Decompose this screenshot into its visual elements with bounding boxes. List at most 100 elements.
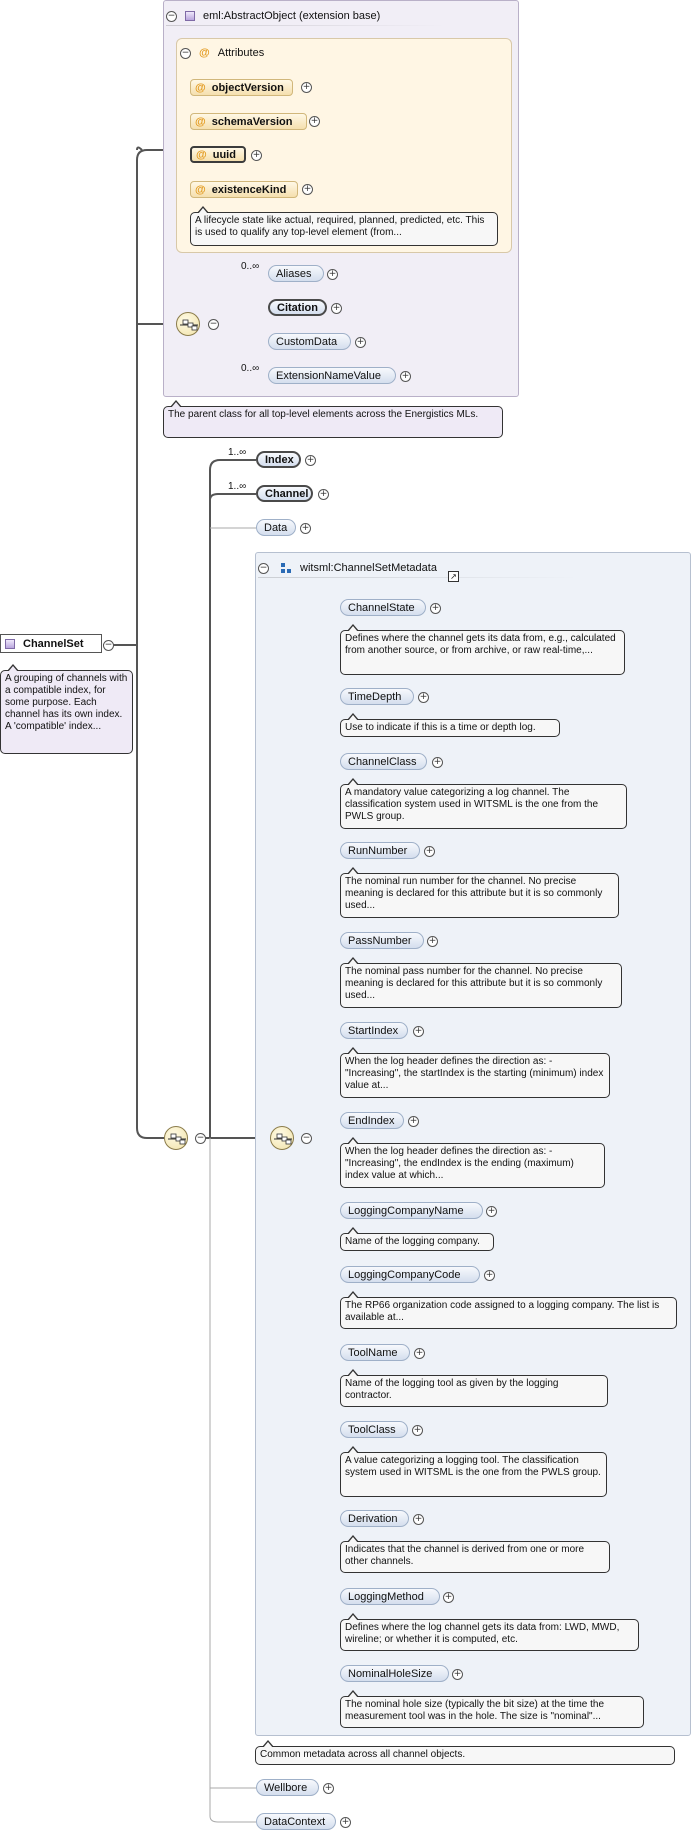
main-sequence-compositor-icon[interactable] — [164, 1126, 188, 1150]
expand-toolclass-icon[interactable]: + — [412, 1425, 423, 1436]
element-startindex[interactable]: StartIndex — [340, 1022, 408, 1039]
sequence-compositor-icon[interactable] — [176, 312, 200, 336]
element-loggingcompanycode[interactable]: LoggingCompanyCode — [340, 1266, 480, 1283]
expand-loggingcompanyname-icon[interactable]: + — [486, 1206, 497, 1217]
expand-aliases-icon[interactable]: + — [327, 269, 338, 280]
attributes-header: − @ Attributes — [180, 44, 380, 62]
element-extensionnamevalue[interactable]: ExtensionNameValue — [268, 367, 396, 384]
nominalholesize-annotation: The nominal hole size (typically the bit… — [340, 1690, 644, 1728]
complex-type-icon — [185, 11, 195, 21]
expand-extensionnamevalue-icon[interactable]: + — [400, 371, 411, 382]
expand-runnumber-icon[interactable]: + — [424, 846, 435, 857]
expand-uuid-icon[interactable]: + — [251, 150, 262, 161]
collapse-base-sequence-icon[interactable]: − — [208, 319, 219, 330]
expand-toolname-icon[interactable]: + — [414, 1348, 425, 1359]
element-toolclass[interactable]: ToolClass — [340, 1421, 408, 1438]
root-label: ChannelSet — [23, 637, 84, 650]
expand-schemaVersion-icon[interactable]: + — [309, 116, 320, 127]
collapse-attributes-icon[interactable]: − — [180, 47, 191, 59]
attribute-label: existenceKind — [211, 183, 287, 196]
collapse-metadata-icon[interactable]: − — [258, 562, 269, 574]
root-annotation: A grouping of channels with a compatible… — [0, 664, 133, 754]
element-passnumber[interactable]: PassNumber — [340, 932, 424, 949]
base-annotation: The parent class for all top-level eleme… — [163, 400, 503, 438]
channel-occurrence: 1..∞ — [228, 481, 247, 492]
at-icon: @ — [195, 115, 206, 128]
at-icon: @ — [195, 183, 206, 196]
loggingcompanycode-annotation: The RP66 organization code assigned to a… — [340, 1291, 677, 1329]
element-nominalholesize[interactable]: NominalHoleSize — [340, 1665, 449, 1682]
simple-group-icon — [281, 562, 292, 574]
startindex-annotation: When the log header defines the directio… — [340, 1047, 610, 1098]
expand-objectVersion-icon[interactable]: + — [301, 82, 312, 93]
at-icon: @ — [195, 81, 206, 94]
element-toolname[interactable]: ToolName — [340, 1344, 410, 1361]
open-type-link-icon[interactable]: ↗ — [448, 571, 459, 582]
expand-timedepth-icon[interactable]: + — [418, 692, 429, 703]
attribute-objectVersion[interactable]: @ objectVersion — [190, 79, 293, 96]
expand-loggingmethod-icon[interactable]: + — [443, 1592, 454, 1603]
timedepth-annotation: Use to indicate if this is a time or dep… — [340, 713, 560, 737]
expand-data-icon[interactable]: + — [300, 523, 311, 534]
extension-base-header: − eml:AbstractObject (extension base) — [166, 6, 446, 26]
metadata-sequence-compositor-icon[interactable] — [270, 1126, 294, 1150]
complex-type-icon — [5, 638, 15, 649]
element-derivation[interactable]: Derivation — [340, 1510, 409, 1527]
expand-derivation-icon[interactable]: + — [413, 1514, 424, 1525]
element-runnumber[interactable]: RunNumber — [340, 842, 420, 859]
expand-customdata-icon[interactable]: + — [355, 337, 366, 348]
expand-endindex-icon[interactable]: + — [408, 1116, 419, 1127]
expand-citation-icon[interactable]: + — [331, 303, 342, 314]
expand-channelclass-icon[interactable]: + — [432, 757, 443, 768]
toolclass-annotation: A value categorizing a logging tool. The… — [340, 1446, 607, 1497]
attribute-label: uuid — [212, 148, 236, 161]
runnumber-annotation: The nominal run number for the channel. … — [340, 867, 619, 918]
collapse-root-icon[interactable]: − — [103, 640, 114, 651]
sequence-glyph — [274, 1133, 292, 1145]
expand-channelstate-icon[interactable]: + — [430, 603, 441, 614]
expand-passnumber-icon[interactable]: + — [427, 936, 438, 947]
loggingcompanyname-annotation: Name of the logging company. — [340, 1227, 494, 1251]
element-endindex[interactable]: EndIndex — [340, 1112, 404, 1129]
attribute-label: schemaVersion — [211, 115, 293, 128]
collapse-main-sequence-icon[interactable]: − — [195, 1133, 206, 1144]
channelsetmetadata-header: − witsml:ChannelSetMetadata — [258, 558, 578, 578]
element-customdata[interactable]: CustomData — [268, 333, 351, 350]
endindex-annotation: When the log header defines the directio… — [340, 1137, 605, 1188]
expand-datacontext-icon[interactable]: + — [340, 1817, 351, 1828]
expand-existenceKind-icon[interactable]: + — [302, 184, 313, 195]
at-icon: @ — [196, 148, 207, 161]
element-data[interactable]: Data — [256, 519, 296, 536]
element-index[interactable]: Index — [256, 451, 301, 468]
expand-channel-icon[interactable]: + — [318, 489, 329, 500]
element-channel[interactable]: Channel — [256, 485, 313, 502]
existenceKind-annotation: A lifecycle state like actual, required,… — [190, 206, 498, 246]
element-citation[interactable]: Citation — [268, 299, 327, 316]
element-wellbore[interactable]: Wellbore — [256, 1779, 319, 1796]
extensionnamevalue-occurrence: 0..∞ — [241, 363, 260, 374]
element-aliases[interactable]: Aliases — [268, 265, 324, 282]
root-element-channelset[interactable]: ChannelSet — [0, 634, 102, 653]
element-timedepth[interactable]: TimeDepth — [340, 688, 414, 705]
element-loggingcompanyname[interactable]: LoggingCompanyName — [340, 1202, 483, 1219]
extension-base-title: eml:AbstractObject (extension base) — [203, 10, 381, 22]
collapse-base-icon[interactable]: − — [166, 10, 177, 22]
expand-nominalholesize-icon[interactable]: + — [452, 1669, 463, 1680]
loggingmethod-annotation: Defines where the log channel gets its d… — [340, 1613, 639, 1651]
element-channelstate[interactable]: ChannelState — [340, 599, 426, 616]
channelclass-annotation: A mandatory value categorizing a log cha… — [340, 778, 627, 829]
expand-wellbore-icon[interactable]: + — [323, 1783, 334, 1794]
element-loggingmethod[interactable]: LoggingMethod — [340, 1588, 440, 1605]
expand-index-icon[interactable]: + — [305, 455, 316, 466]
attribute-schemaVersion[interactable]: @ schemaVersion — [190, 113, 307, 130]
attribute-label: objectVersion — [211, 81, 284, 94]
attribute-existenceKind[interactable]: @ existenceKind — [190, 181, 298, 198]
element-datacontext[interactable]: DataContext — [256, 1813, 336, 1830]
expand-loggingcompanycode-icon[interactable]: + — [484, 1270, 495, 1281]
collapse-metadata-sequence-icon[interactable]: − — [301, 1133, 312, 1144]
element-channelclass[interactable]: ChannelClass — [340, 753, 427, 770]
attribute-uuid[interactable]: @ uuid — [190, 146, 246, 163]
expand-startindex-icon[interactable]: + — [413, 1026, 424, 1037]
aliases-occurrence: 0..∞ — [241, 261, 260, 272]
